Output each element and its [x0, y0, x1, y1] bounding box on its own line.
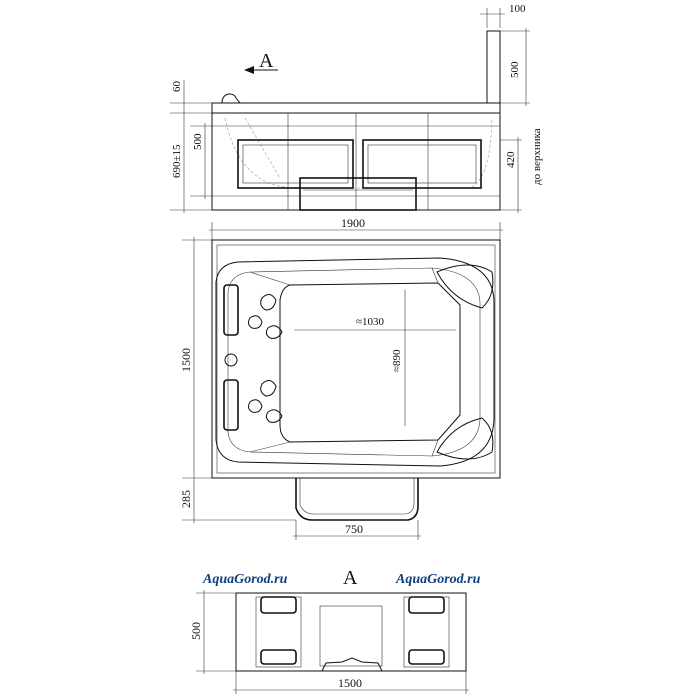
dim-panel-height: 500	[192, 133, 204, 150]
tub-outline	[211, 239, 501, 479]
step-block	[299, 177, 417, 211]
dim-height-total: 690±15	[171, 144, 183, 178]
faucet-icon	[221, 93, 241, 104]
backrest-panel	[486, 30, 501, 104]
section-a: AquaGorod.ru AquaGorod.ru A 500 1500	[189, 567, 481, 694]
dim-width: 1500	[179, 348, 193, 372]
drain-fitting-icon	[321, 657, 383, 672]
section-outline	[235, 592, 467, 672]
dim-backrest-note: до верхника	[531, 128, 543, 185]
side-view: 100 500 A 60	[170, 3, 543, 213]
watermark-right: AquaGorod.ru	[395, 572, 481, 587]
dim-section-length: 1500	[338, 676, 362, 690]
dim-inner-length: ≈1030	[356, 316, 385, 328]
dim-step-depth: 285	[179, 490, 193, 508]
drain-icon	[224, 353, 238, 367]
dim-inner-width: ≈890	[391, 349, 403, 372]
headrest-bottom	[223, 379, 239, 431]
seat-left	[255, 596, 302, 668]
step-top-view	[295, 478, 419, 521]
dim-top-right-width: 100	[509, 3, 526, 15]
view-marker-a: A	[259, 50, 274, 72]
seat-right	[403, 596, 450, 668]
top-view: 1900 ≈1030	[179, 216, 503, 540]
side-panel-left	[237, 139, 354, 189]
massage-jets-bottom	[247, 380, 283, 423]
dim-rim: 60	[171, 81, 183, 93]
dim-backrest-height: 420	[505, 151, 517, 168]
dim-step-width: 750	[345, 522, 363, 536]
section-a-title: A	[343, 567, 358, 589]
corner-seat-top	[436, 264, 494, 309]
headrest-top	[223, 284, 239, 336]
corner-seat-bottom	[436, 417, 494, 460]
dim-length: 1900	[341, 216, 365, 230]
dim-top-right-height: 500	[509, 61, 521, 78]
tub-rim	[211, 102, 501, 114]
tub-bowl	[215, 257, 495, 467]
center-panel	[319, 605, 383, 667]
watermark-left: AquaGorod.ru	[202, 572, 288, 587]
side-panel-right	[362, 139, 482, 189]
massage-jets-top	[247, 294, 283, 339]
dim-section-height: 500	[189, 622, 203, 640]
